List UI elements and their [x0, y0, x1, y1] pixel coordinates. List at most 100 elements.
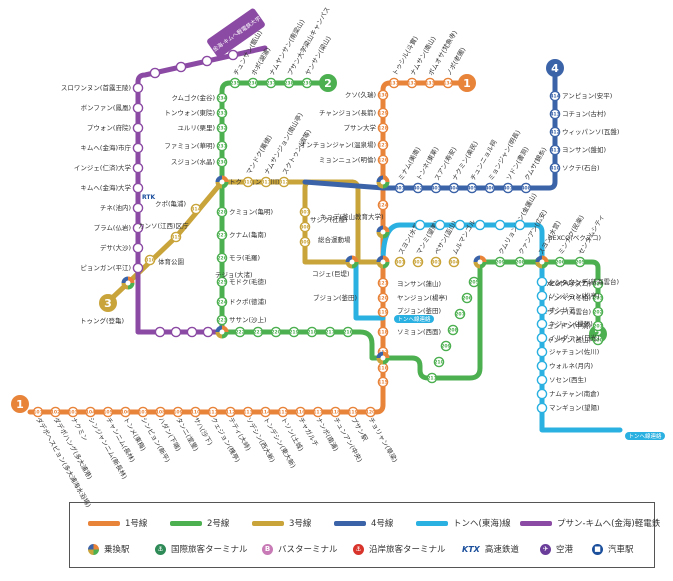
station[interactable]: キジャン(機張) [536, 318, 593, 330]
station[interactable]: 314 [190, 203, 202, 215]
station[interactable] [175, 61, 187, 73]
station[interactable]: ナムチャン(南倉) [536, 388, 599, 400]
station[interactable]: 118 [377, 326, 389, 338]
transfer-icon[interactable] [376, 225, 390, 239]
station-marker [216, 92, 228, 104]
station[interactable]: スロワンヌン(首露王陵) [61, 82, 144, 94]
transfer-icon[interactable] [345, 255, 359, 269]
station[interactable]: 309 [299, 236, 311, 248]
station[interactable]: デサ(大沙) [100, 242, 144, 254]
station[interactable] [202, 326, 214, 338]
station[interactable]: 207 [454, 308, 466, 320]
station[interactable]: プウォン(府院) [87, 122, 144, 134]
station[interactable]: ジャチョン(佐川) [536, 346, 599, 358]
transfer-icon[interactable] [215, 325, 229, 339]
station[interactable] [454, 219, 466, 231]
station[interactable] [227, 49, 239, 61]
station[interactable]: 216 [342, 326, 354, 338]
station[interactable]: 219 [288, 326, 300, 338]
station[interactable]: 315 [170, 231, 182, 243]
station[interactable] [514, 219, 526, 231]
station[interactable]: イルグァン(日光) [536, 332, 600, 344]
station[interactable]: 121 [377, 277, 389, 289]
station[interactable]: マンギョン(望陽) [536, 402, 600, 414]
station[interactable]: 307 [299, 206, 311, 218]
transfer-icon[interactable] [376, 255, 390, 269]
station[interactable] [414, 219, 426, 231]
station[interactable]: 119 [377, 306, 389, 318]
station[interactable]: 209 [440, 340, 452, 352]
station[interactable]: 217 [324, 326, 336, 338]
station[interactable] [170, 326, 182, 338]
station[interactable]: 221 [252, 326, 264, 338]
station[interactable]: キムへ(金海)大学 [80, 182, 144, 194]
station[interactable] [494, 219, 506, 231]
station[interactable]: プラム(仏岩) [94, 222, 144, 234]
station[interactable] [149, 67, 161, 79]
station[interactable]: 316 [144, 254, 156, 266]
station[interactable]: チネ(池内) [100, 202, 144, 214]
station[interactable]: 211 [426, 372, 438, 384]
transfer-icon[interactable] [121, 276, 135, 290]
station[interactable] [186, 326, 198, 338]
station[interactable]: 124 [377, 199, 389, 211]
transfer-icon[interactable] [535, 255, 549, 269]
station[interactable]: 222 [234, 326, 246, 338]
station[interactable]: オシリア [536, 304, 576, 316]
station[interactable]: 208 [447, 324, 459, 336]
station[interactable]: 116 [377, 362, 389, 374]
legend-line3-swatch [252, 520, 284, 526]
transfer-icon[interactable] [473, 255, 487, 269]
transfer-icon[interactable] [376, 351, 390, 365]
station[interactable]: 115 [377, 376, 389, 388]
station[interactable]: 205 [468, 276, 480, 288]
station[interactable]: ウォルネ(月内) [536, 360, 593, 372]
station[interactable] [474, 219, 486, 231]
station[interactable]: 220 [270, 326, 282, 338]
station[interactable] [201, 55, 213, 67]
station[interactable]: ボンファン(鳳凰) [81, 102, 144, 114]
station[interactable]: 206 [461, 292, 473, 304]
station[interactable]: ソンジョン(松亭) [536, 290, 600, 302]
station[interactable]: ピョンガン(平江) [80, 262, 144, 274]
station[interactable]: キムへ(金海)市庁 [80, 142, 144, 154]
transfer-icon[interactable] [215, 175, 229, 189]
station[interactable]: 210 [433, 356, 445, 368]
station[interactable]: ソセン(西生) [536, 374, 587, 386]
station[interactable] [434, 219, 446, 231]
transfer-icon[interactable] [376, 175, 390, 189]
station[interactable] [154, 326, 166, 338]
station[interactable]: シンヘウンデ(新海雲台) [536, 276, 619, 288]
station[interactable]: 308 [299, 221, 311, 233]
station[interactable]: 120 [377, 292, 389, 304]
station[interactable]: インジェ(仁済)大学 [74, 162, 144, 174]
station[interactable]: 218 [306, 326, 318, 338]
